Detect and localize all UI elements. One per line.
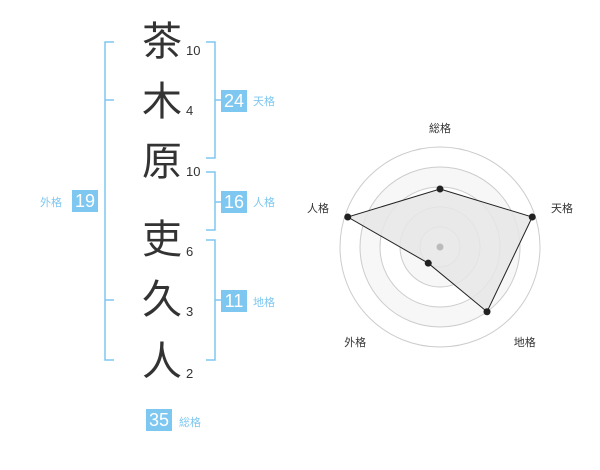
soukaku-label: 総格	[179, 416, 201, 429]
name-char-2: 木	[142, 79, 182, 125]
radar-point-2	[528, 213, 536, 221]
chikaku-value: 11	[221, 290, 247, 312]
stroke-count-5: 3	[186, 304, 194, 319]
jinkaku-bracket	[206, 171, 216, 231]
radar-center-dot	[436, 243, 444, 251]
name-char-4: 吏	[142, 217, 182, 263]
radar-point-1	[436, 185, 444, 193]
stroke-count-2: 4	[186, 103, 194, 118]
stroke-count-3: 10	[186, 164, 201, 179]
radar-axis-label: 外格	[344, 335, 366, 349]
name-char-5: 久	[142, 277, 182, 323]
tenkaku-label: 天格	[253, 95, 275, 108]
radar-axis-label: 地格	[514, 335, 536, 349]
gaikaku-bracket	[104, 41, 114, 361]
radar-axis-label: 総格	[429, 121, 451, 135]
name-char-3: 原	[142, 139, 182, 185]
stroke-count-4: 6	[186, 244, 194, 259]
radar-point-4	[424, 259, 432, 267]
name-char-1: 茶	[142, 19, 182, 65]
jinkaku-label: 人格	[253, 196, 275, 209]
name-char-6: 人	[142, 339, 182, 385]
stroke-count-1: 10	[186, 43, 201, 58]
radar-point-5	[344, 213, 352, 221]
radar-point-3	[483, 308, 491, 316]
gaikaku-label: 外格	[40, 196, 62, 209]
gaikaku-value: 19	[72, 190, 98, 212]
radar-axis-label: 人格	[307, 201, 329, 215]
jinkaku-value: 16	[221, 191, 247, 213]
tenkaku-value: 24	[221, 90, 247, 112]
chikaku-label: 地格	[253, 296, 275, 309]
soukaku-value: 35	[146, 409, 172, 431]
stroke-count-6: 2	[186, 366, 194, 381]
radar-axis-label: 天格	[551, 201, 573, 215]
